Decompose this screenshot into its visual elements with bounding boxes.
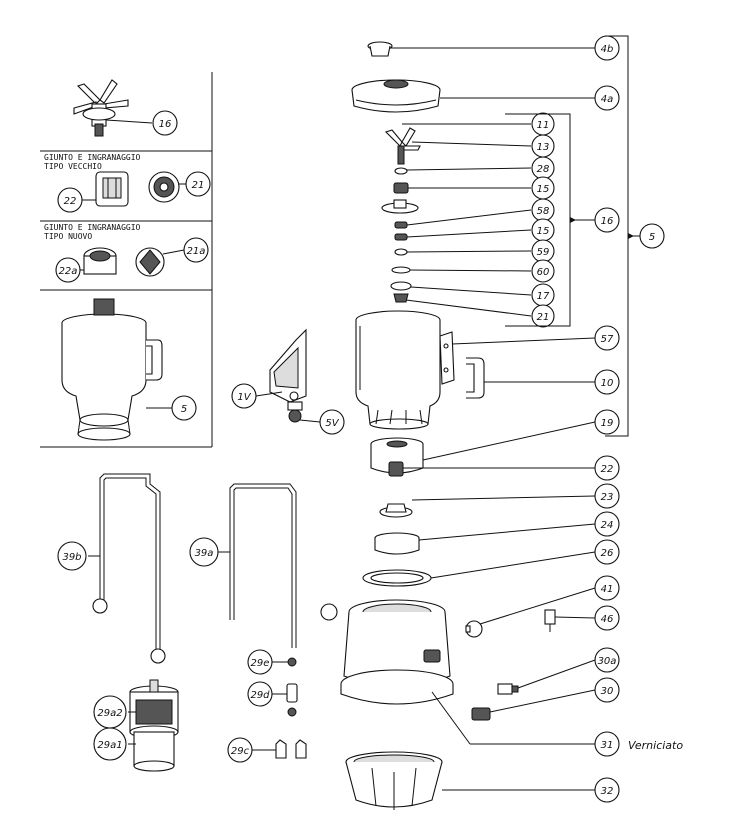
callout-23: 23 — [601, 492, 614, 503]
jar-body — [355, 310, 441, 430]
new-coupling-icon — [83, 247, 117, 275]
callout-24: 24 — [601, 520, 614, 531]
callout-15-upper: 15 — [537, 184, 550, 195]
old-type-title-line1: GIUNTO E INGRANAGGIO — [44, 153, 141, 162]
old-type-title-line2: TIPO VECCHIO — [44, 162, 102, 171]
new-type-title-line2: TIPO NUOVO — [44, 232, 92, 241]
callout-1v: 1V — [237, 392, 251, 403]
callout-inset-22a: 22a — [59, 266, 78, 277]
callout-59: 59 — [537, 247, 550, 258]
callout-30: 30 — [601, 686, 614, 697]
callout-58: 58 — [537, 206, 550, 217]
callout-4a: 4a — [601, 94, 614, 105]
callout-39b: 39b — [62, 552, 81, 563]
callout-29e: 29e — [251, 658, 270, 669]
callout-inset-21a: 21a — [187, 246, 206, 257]
callout-inset-22: 22 — [64, 196, 77, 207]
callout-5: 5 — [649, 232, 655, 243]
switch-30 — [471, 707, 491, 721]
new-gear-icon — [135, 247, 165, 277]
callout-5v: 5V — [325, 418, 339, 429]
bracket-16-arrow — [570, 217, 576, 223]
callout-41: 41 — [601, 584, 614, 595]
callout-30a: 30a — [598, 656, 617, 667]
blade-13 — [384, 127, 421, 165]
bearing-15-upper — [393, 182, 409, 194]
nut-29e — [287, 657, 297, 667]
note-verniciato: Verniciato — [628, 739, 683, 752]
callout-28: 28 — [537, 164, 550, 175]
rod-39a — [229, 483, 297, 648]
hub-plate — [381, 199, 419, 214]
callout-39a: 39a — [195, 548, 214, 559]
callout-19: 19 — [601, 418, 614, 429]
callout-4b: 4b — [601, 44, 614, 55]
motor-29a — [129, 679, 179, 772]
inset-panel: 16 GIUNTO E INGRANAGGIO TIPO VECCHIO 22 … — [40, 72, 213, 448]
callout-inset-5: 5 — [181, 404, 187, 415]
handle-bracket-57 — [439, 331, 455, 385]
gasket-17 — [390, 281, 412, 291]
brushes-29c — [275, 739, 307, 759]
callout-15-lower: 15 — [537, 226, 550, 237]
callout-29c: 29c — [231, 746, 250, 757]
ring-26 — [362, 569, 432, 587]
callout-10: 10 — [601, 378, 614, 389]
ring-59 — [394, 248, 408, 256]
switch-30a — [497, 683, 519, 695]
side-foot — [320, 603, 338, 621]
callout-60: 60 — [537, 267, 550, 278]
callout-21: 21 — [537, 312, 550, 323]
inset-container-icon — [61, 298, 163, 441]
bearing-15-lower — [394, 233, 408, 241]
motor-base-31 — [340, 599, 454, 705]
spacer-29d — [286, 683, 298, 717]
bracket-5-arrow — [628, 233, 634, 239]
callout-11: 11 — [537, 120, 550, 131]
seal-58 — [394, 221, 408, 229]
callout-29a2: 29a2 — [97, 708, 122, 719]
new-type-title-line1: GIUNTO E INGRANAGGIO — [44, 223, 141, 232]
old-coupling-icon — [95, 171, 129, 207]
handle-10 — [466, 357, 485, 399]
old-gear-icon — [148, 171, 180, 203]
callout-29d: 29d — [250, 690, 270, 701]
callout-inset-21: 21 — [192, 180, 205, 191]
lid-cap-4b — [367, 41, 393, 57]
coupling-19 — [370, 437, 424, 474]
callout-26: 26 — [601, 548, 614, 559]
callout-29a1: 29a1 — [97, 740, 122, 751]
callout-inset-16: 16 — [159, 119, 172, 130]
washer-28 — [394, 167, 408, 175]
bottom-cover-32 — [345, 751, 443, 810]
callout-17: 17 — [537, 291, 550, 302]
blade-assembly-icon — [73, 79, 129, 137]
callout-22: 22 — [601, 464, 614, 475]
callout-46: 46 — [601, 614, 614, 625]
lid-4a — [351, 79, 441, 113]
bracket-5v — [287, 401, 303, 423]
coupling-22 — [388, 461, 404, 477]
ring-60 — [391, 266, 411, 274]
callout-57: 57 — [601, 334, 614, 345]
gear-21 — [393, 293, 409, 303]
callout-13: 13 — [537, 142, 550, 153]
microswitch-46 — [544, 609, 556, 632]
bracket-1v — [269, 328, 307, 403]
callout-32: 32 — [601, 786, 614, 797]
callout-16: 16 — [601, 216, 614, 227]
rod-39b — [92, 473, 166, 664]
cup-24 — [374, 532, 420, 555]
gear-23 — [379, 503, 413, 518]
foot-41 — [465, 620, 483, 638]
callout-31: 31 — [601, 740, 614, 751]
